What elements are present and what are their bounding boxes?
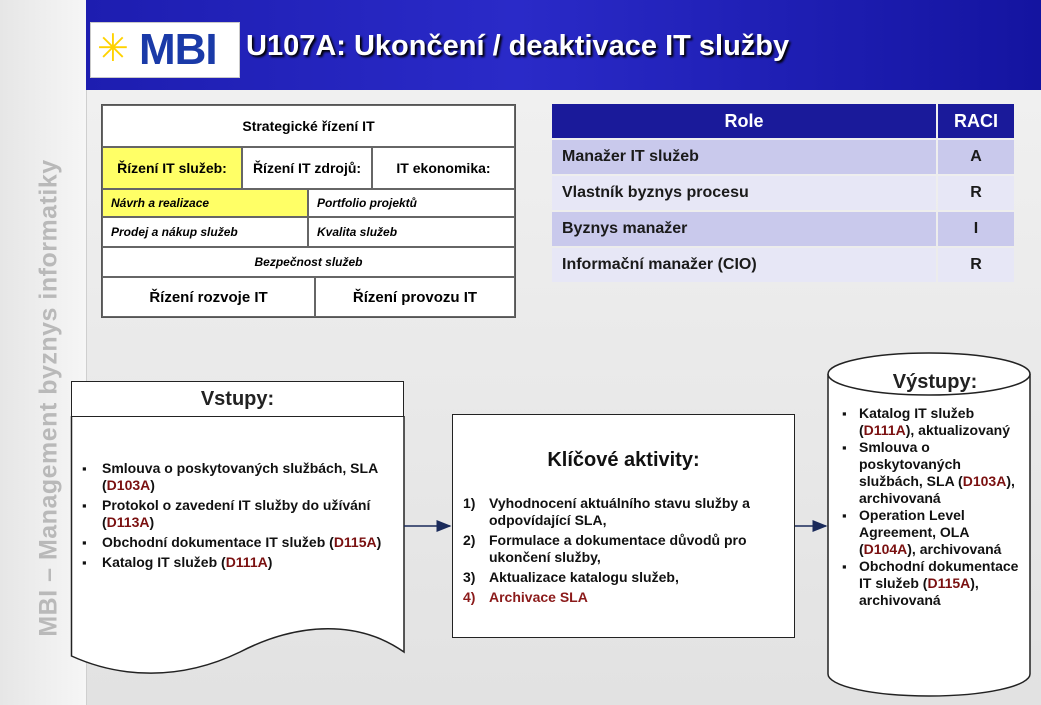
raci-header-raci: RACI bbox=[938, 104, 1014, 138]
list-item: Smlouva o poskytovaných službách, SLA (D… bbox=[842, 439, 1028, 507]
pm-portfolio: Portfolio projektů bbox=[308, 189, 515, 217]
table-row: Informační manažer (CIO) R bbox=[552, 248, 1014, 284]
outputs-list: Katalog IT služeb (D111A), aktualizovaný… bbox=[842, 405, 1028, 609]
list-item: Protokol o zavedení IT služby do užívání… bbox=[82, 497, 397, 531]
table-row: Vlastník byznys procesu R bbox=[552, 176, 1014, 212]
list-item: Katalog IT služeb (D111A), aktualizovaný bbox=[842, 405, 1028, 439]
process-map: Strategické řízení IT Řízení IT služeb: … bbox=[101, 104, 516, 318]
list-item: Katalog IT služeb (D111A) bbox=[82, 554, 397, 571]
pm-economics: IT ekonomika: bbox=[372, 147, 515, 189]
raci-table: Role RACI Manažer IT služeb A Vlastník b… bbox=[552, 104, 1014, 284]
raci-header-row: Role RACI bbox=[552, 104, 1014, 140]
key-activities-box: Klíčové aktivity: 1)Vyhodnocení aktuální… bbox=[452, 414, 795, 638]
list-item: 3)Aktualizace katalogu služeb, bbox=[463, 569, 679, 585]
activities-title: Klíčové aktivity: bbox=[547, 449, 700, 471]
pm-operations: Řízení provozu IT bbox=[315, 277, 515, 317]
activities-list: 1)Vyhodnocení aktuálního stavu služby a … bbox=[463, 495, 788, 609]
inputs-title: Vstupy: bbox=[71, 381, 404, 417]
list-item: 1)Vyhodnocení aktuálního stavu služby a … bbox=[463, 495, 750, 528]
pm-services: Řízení IT služeb: bbox=[102, 147, 242, 189]
table-row: Manažer IT služeb A bbox=[552, 140, 1014, 176]
header-bar bbox=[86, 0, 1041, 90]
raci-role: Vlastník byznys procesu bbox=[552, 176, 936, 210]
pm-security: Bezpečnost služeb bbox=[102, 247, 515, 277]
raci-value: A bbox=[938, 140, 1014, 174]
raci-role: Byznys manažer bbox=[552, 212, 936, 246]
list-item: 4)Archivace SLA bbox=[463, 589, 588, 605]
logo-text: MBI bbox=[139, 25, 218, 74]
page-title: U107A: Ukončení / deaktivace IT služby bbox=[246, 30, 790, 62]
pm-design: Návrh a realizace bbox=[102, 189, 308, 217]
raci-value: R bbox=[938, 248, 1014, 282]
raci-role: Informační manažer (CIO) bbox=[552, 248, 936, 282]
inputs-list: Smlouva o poskytovaných službách, SLA (D… bbox=[82, 460, 397, 574]
list-item: Operation Level Agreement, OLA (D104A), … bbox=[842, 507, 1028, 558]
pm-sales: Prodej a nákup služeb bbox=[102, 217, 308, 247]
mbi-logo: ✳ MBI bbox=[90, 22, 240, 78]
list-item: Smlouva o poskytovaných službách, SLA (D… bbox=[82, 460, 397, 494]
raci-value: R bbox=[938, 176, 1014, 210]
raci-role: Manažer IT služeb bbox=[552, 140, 936, 174]
pm-resources: Řízení IT zdrojů: bbox=[242, 147, 372, 189]
pm-development: Řízení rozvoje IT bbox=[102, 277, 315, 317]
list-item: Obchodní dokumentace IT služeb (D115A) bbox=[82, 534, 397, 551]
pm-quality: Kvalita služeb bbox=[308, 217, 515, 247]
raci-value: I bbox=[938, 212, 1014, 246]
table-row: Byznys manažer I bbox=[552, 212, 1014, 248]
pm-strategic: Strategické řízení IT bbox=[102, 105, 515, 147]
sun-icon: ✳ bbox=[97, 28, 129, 70]
raci-header-role: Role bbox=[552, 104, 936, 138]
list-item: Obchodní dokumentace IT služeb (D115A), … bbox=[842, 558, 1028, 609]
outputs-title: Výstupy: bbox=[892, 371, 978, 393]
list-item: 2)Formulace a dokumentace důvodů pro uko… bbox=[463, 532, 747, 565]
